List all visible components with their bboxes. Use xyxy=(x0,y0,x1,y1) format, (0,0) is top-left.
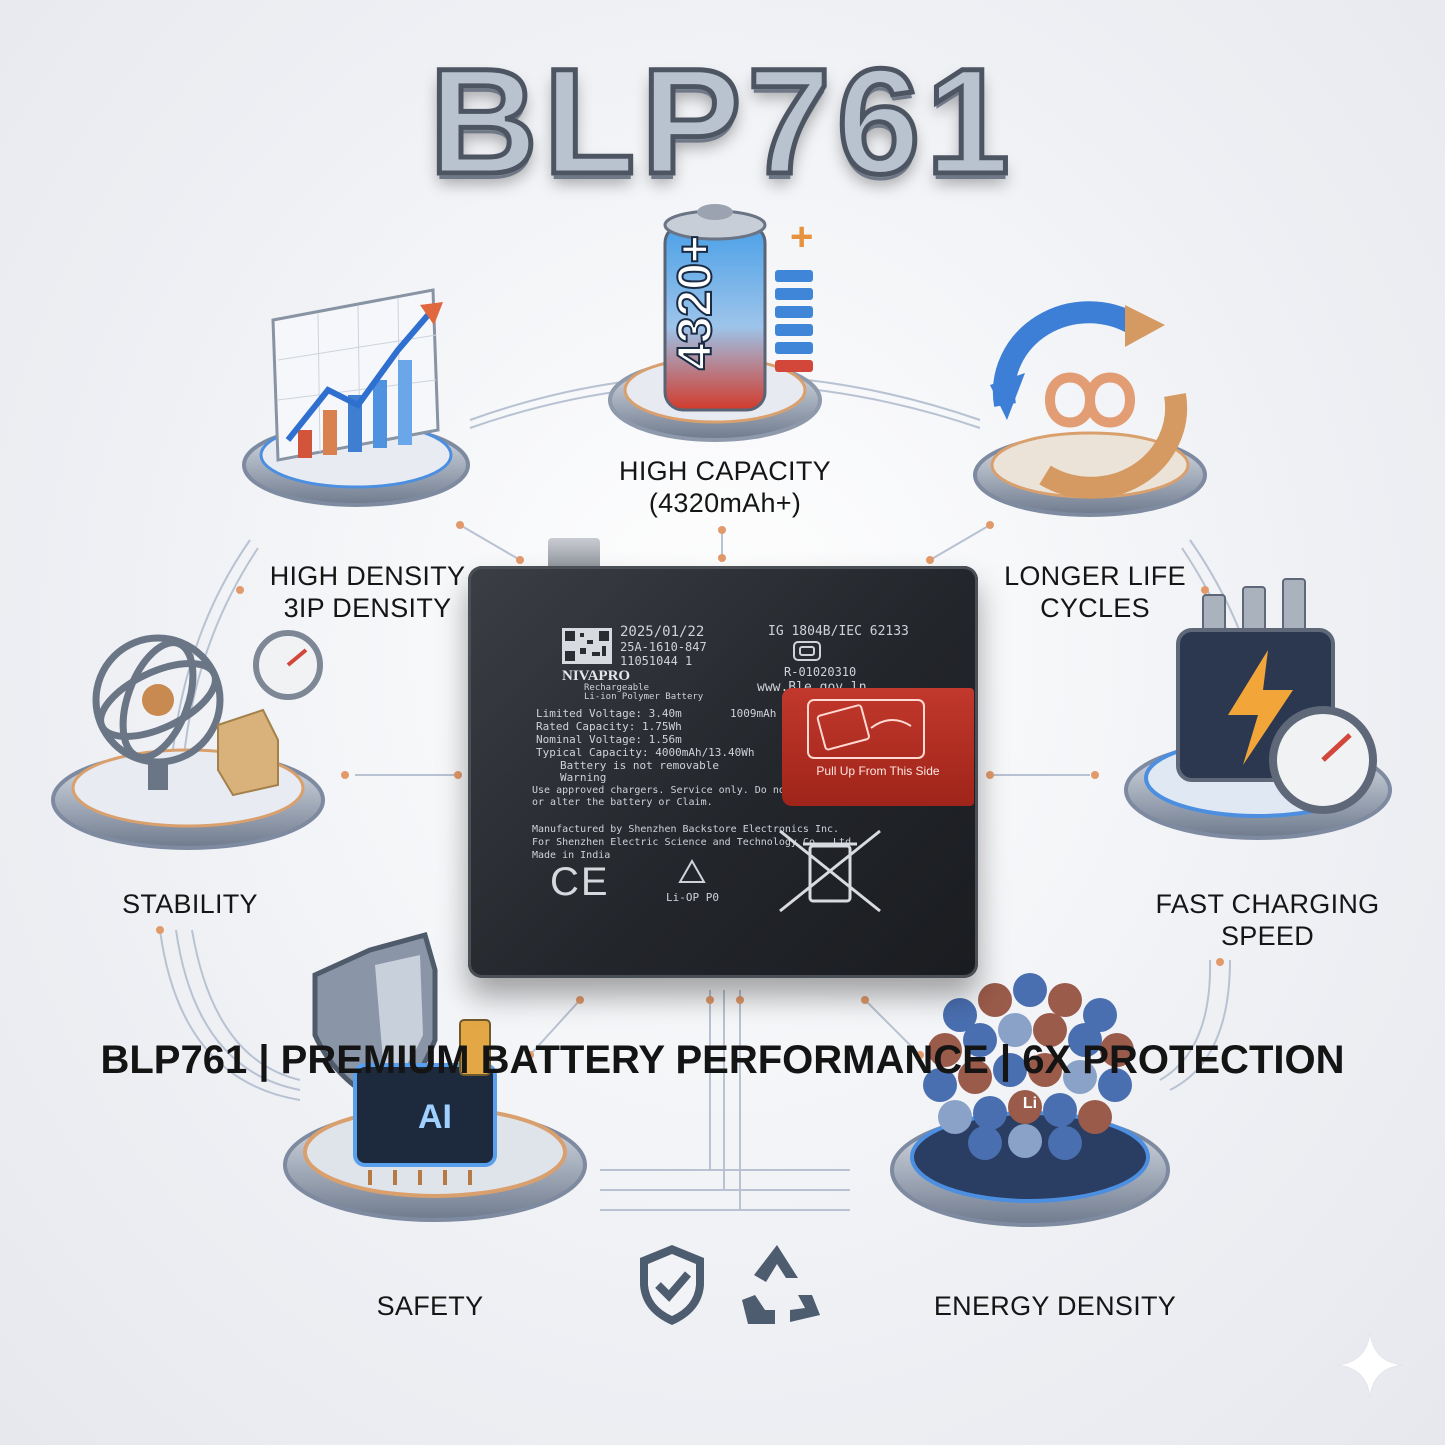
plus-icon: + xyxy=(790,215,813,259)
lithium-atom-label: Li xyxy=(1022,1095,1038,1112)
battery-id: R-01020310 xyxy=(784,665,857,679)
stability-label: STABILITY xyxy=(122,889,258,919)
battery-code-2: 11051044 1 xyxy=(620,654,693,668)
recycle-mark-icon xyxy=(678,858,706,883)
longer-life-label: LONGER LIFE CYCLES xyxy=(1004,561,1186,623)
qr-code-icon xyxy=(562,628,612,664)
battery-recycle-text: Li-OP P0 xyxy=(666,891,719,904)
high-density-pedestal xyxy=(242,288,470,507)
footer-tagline: BLP761 | PREMIUM BATTERY PERFORMANCE | 6… xyxy=(100,1038,1345,1082)
lightning-icon xyxy=(1228,650,1293,765)
battery-spec-3: Nominal Voltage: 1.56m xyxy=(536,733,682,746)
weee-bin-icon xyxy=(779,829,881,913)
page-title: BLP761 xyxy=(427,35,1016,208)
chart-board-icon xyxy=(271,288,440,462)
lithium-atoms-icon xyxy=(923,973,1134,1160)
battery-standard: IG 1804B/IEC 62133 xyxy=(768,624,909,639)
energy-density-label: ENERGY DENSITY xyxy=(933,1291,1177,1321)
ce-mark: CE xyxy=(550,860,610,904)
battery-mfg-2: For Shenzhen Electric Science and Techno… xyxy=(532,837,858,848)
pull-tab[interactable] xyxy=(782,688,974,806)
pull-tab-label: Pull Up From This Side xyxy=(816,764,940,778)
longer-life-pedestal xyxy=(973,301,1207,517)
certification-mark-icon xyxy=(793,641,821,661)
battery-cell-text: 4320+ xyxy=(668,234,723,371)
battery-spec-1b: 1009mAh xyxy=(730,707,777,720)
high-capacity-label: HIGH CAPACITY (4320mAh+) xyxy=(619,456,831,518)
fast-charging-pedestal xyxy=(1124,578,1392,840)
high-density-label: HIGH DENSITY 3IP DENSITY xyxy=(269,561,466,623)
battery-spec-4: Typical Capacity: 4000mAh/13.40Wh xyxy=(536,746,755,759)
ai-chip-text: AI xyxy=(418,1098,452,1136)
battery-warning-4: or alter the battery or Claim. xyxy=(532,797,713,808)
battery-mfg-1: Manufactured by Shenzhen Backstore Elect… xyxy=(532,824,840,835)
battery-warning-1: Battery is not removable xyxy=(560,759,719,772)
shield-check-icon xyxy=(640,1245,704,1325)
recycle-icon xyxy=(742,1245,820,1324)
high-capacity-pedestal: + xyxy=(608,204,822,442)
sparkle-icon xyxy=(1336,1331,1404,1399)
stability-pedestal xyxy=(51,630,325,850)
cube-icon xyxy=(217,708,279,797)
cycle-arrow-icon xyxy=(992,301,1141,407)
ai-chip-icon xyxy=(353,1063,497,1167)
battery-spec-1: Limited Voltage: 3.40m xyxy=(536,707,682,720)
safety-pedestal xyxy=(283,931,587,1222)
battery-code-1: 25A-1610-847 xyxy=(620,640,707,654)
battery-brand-sub-1: Rechargeable xyxy=(584,683,650,693)
battery-warning-2: Warning xyxy=(560,771,607,784)
battery-warning-3: Use approved chargers. Service only. Do … xyxy=(532,785,864,796)
fast-charging-label: FAST CHARGING SPEED xyxy=(1155,889,1380,951)
battery-mfg-3: Made in India xyxy=(532,850,611,861)
battery-brand-sub-2: Li-ion Polymer Battery xyxy=(584,692,704,702)
battery-brand: NIVAPRO xyxy=(562,668,631,684)
battery-date: 2025/01/22 xyxy=(620,624,705,640)
energy-density-pedestal xyxy=(890,973,1170,1227)
pull-tab-illustration-icon xyxy=(807,699,925,759)
trend-arrow-icon xyxy=(285,313,431,442)
gyroscope-icon xyxy=(92,634,224,766)
infinity-icon xyxy=(1044,372,1136,428)
battery-spec-2: Rated Capacity: 1.75Wh xyxy=(536,720,682,733)
safety-label: SAFETY xyxy=(376,1291,484,1321)
bar-chart-icon xyxy=(298,360,412,458)
